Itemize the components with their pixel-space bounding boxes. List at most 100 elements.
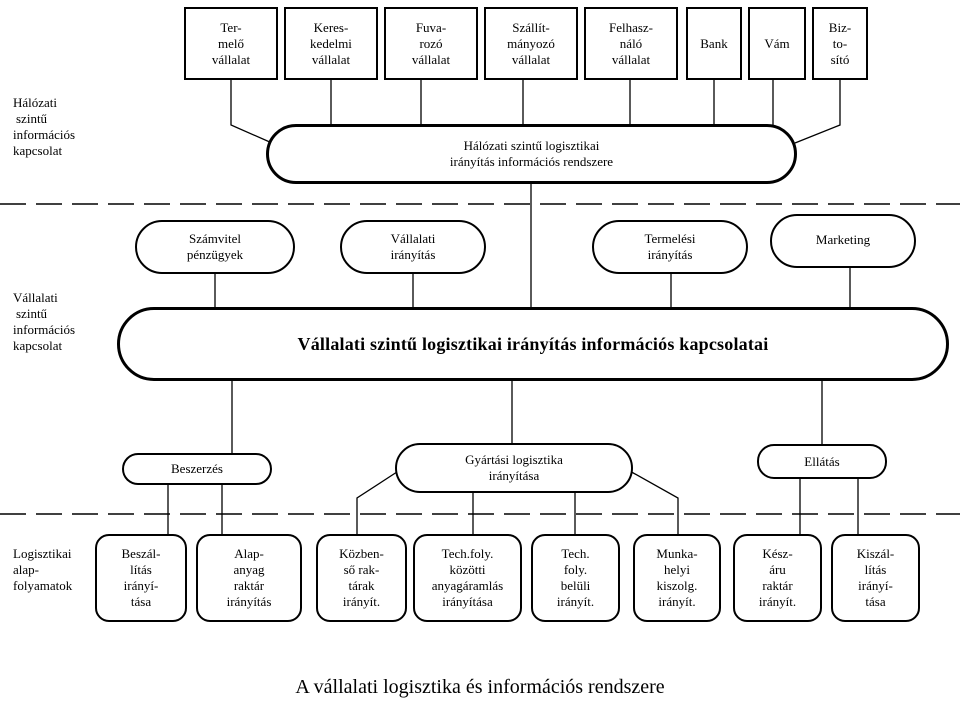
process-text: irányítása [442, 594, 493, 609]
process-text: Munka- [656, 546, 698, 561]
process-text: közötti [449, 562, 486, 577]
node-text: mányozó [507, 35, 555, 51]
process-text: irányít. [556, 594, 595, 609]
network-node-bank: Bank [686, 7, 742, 80]
node-text: Bank [700, 35, 728, 51]
node-text: melő [217, 35, 244, 51]
process-text: helyi [663, 562, 690, 577]
figure-caption: A vállalati logisztika és információs re… [295, 676, 665, 698]
level-label-line: folyamatok [13, 578, 73, 593]
process-text: Beszál- [121, 546, 161, 561]
process-text: lítás [130, 562, 152, 577]
process-text: anyag [233, 562, 265, 577]
network-node-customs: Vám [748, 7, 806, 80]
level-label-line: információs [13, 127, 76, 142]
process-text: raktár [233, 578, 265, 593]
unit-text: irányítás [390, 247, 436, 262]
node-text: vállalat [211, 51, 251, 67]
process-text: foly. [563, 562, 588, 577]
process-text: irányí- [858, 578, 893, 593]
node-text: Ter- [220, 19, 242, 35]
process-text: raktár [762, 578, 793, 593]
network-node-insurer: Biz-to-sító [812, 7, 868, 80]
logistics-hub-text: Beszerzés [171, 461, 223, 476]
node-text: to- [832, 35, 848, 51]
node-text: sító [830, 51, 850, 67]
node-text: vállalat [511, 51, 551, 67]
logistics-hub-text: Gyártási logisztika [465, 452, 563, 467]
node-text: Szállít- [512, 19, 550, 35]
hub-text: Hálózati szintű logisztikai [463, 138, 600, 153]
process-text: irányít. [758, 594, 797, 609]
unit-text: Számvitel [189, 231, 241, 246]
node-text: rozó [419, 35, 443, 51]
node-text: vállalat [611, 51, 651, 67]
process-text: irányí- [123, 578, 159, 593]
level-label-process: Logisztikai alap- folyamatok [13, 546, 72, 594]
logistics-hub-text: Ellátás [804, 453, 840, 469]
node-text: Vám [764, 35, 790, 51]
enterprise-unit-marketing: Marketing [770, 214, 916, 268]
process-text: Tech.foly. [441, 546, 494, 561]
node-text: kedelmi [310, 35, 352, 51]
process-text: Kiszál- [856, 546, 895, 561]
process-text: lítás [864, 562, 887, 577]
enterprise-hub-text: Vállalati szintű logisztikai irányítás i… [297, 334, 769, 354]
process-text: irányít. [658, 594, 696, 609]
level-label-network: Hálózati szintű információs kapcsolat [13, 95, 75, 159]
unit-text: pénzügyek [186, 247, 244, 262]
enterprise-hub: Vállalati szintű logisztikai irányítás i… [117, 307, 949, 381]
connector [356, 469, 401, 534]
node-text: vállalat [411, 51, 451, 67]
logistics-hub-procurement: Beszerzés [122, 453, 272, 485]
level-label-line: Vállalati [13, 290, 58, 305]
process-text: belüli [560, 578, 591, 593]
level-label-line: alap- [13, 562, 39, 577]
logistics-hub-text: irányítása [488, 468, 540, 483]
level-label-line: Hálózati [13, 95, 58, 110]
unit-text: Marketing [815, 232, 871, 247]
level-label-line: kapcsolat [13, 143, 63, 158]
connector [794, 79, 841, 144]
level-label-enterprise: Vállalati szintű információs kapcsolat [13, 290, 75, 354]
process-text: áru [769, 562, 786, 577]
level-label-line: információs [13, 322, 76, 337]
node-text: Fuva- [415, 19, 447, 35]
process-text: Tech. [561, 546, 590, 561]
connector [627, 469, 679, 534]
connector [230, 79, 273, 144]
level-label-line: Logisztikai [13, 546, 72, 561]
process-text: tása [865, 594, 886, 609]
unit-text: Termelési [644, 231, 696, 246]
process-text: ső rak- [343, 562, 380, 577]
process-text: tása [130, 594, 152, 609]
node-text: vállalat [311, 51, 351, 67]
node-text: Felhasz- [608, 19, 654, 35]
process-text: tárak [348, 578, 375, 593]
connector [759, 79, 774, 131]
process-text: kiszolg. [656, 578, 698, 593]
process-text: anyagáramlás [431, 578, 504, 593]
node-text: Biz- [828, 19, 852, 35]
process-text: Közben- [339, 546, 384, 561]
process-text: Kész- [762, 546, 793, 561]
hub-text: irányítás információs rendszere [449, 154, 614, 169]
node-text: Keres- [313, 19, 349, 35]
